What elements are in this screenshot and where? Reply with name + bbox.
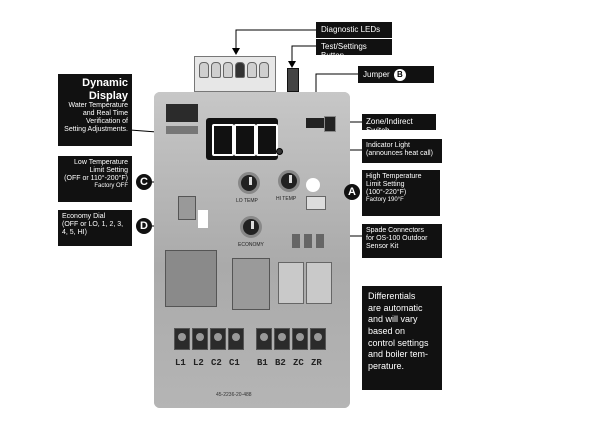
label-text: Factory 190°F (366, 197, 404, 204)
diagnostic-led (199, 62, 209, 78)
relay (278, 262, 304, 304)
terminal-label: ZR (311, 358, 322, 368)
marker-d: D (136, 218, 152, 234)
label-text: Indicator Light (366, 142, 410, 149)
diagnostic-led (211, 62, 221, 78)
relay (306, 262, 332, 304)
diagnostic-led (223, 62, 233, 78)
terminal-label: L2 (193, 358, 204, 368)
board-terminal-block (166, 126, 198, 134)
zone-indirect-switch[interactable] (324, 116, 336, 132)
transformer (165, 250, 217, 307)
label-zone-indirect-switch: Zone/Indirect Switch (362, 114, 436, 135)
label-spade-connectors: Spade Connectors for OS-100 Outdoor Sens… (362, 224, 442, 258)
label-test-settings-button: Test/Settings Button (316, 39, 392, 60)
display-digit (234, 124, 256, 156)
test-settings-button[interactable] (287, 68, 299, 92)
label-text: (announces heat call) (366, 150, 433, 158)
label-text: perature. (368, 361, 405, 372)
diagnostic-led (247, 62, 257, 78)
label-text: Sensor Kit (366, 243, 399, 251)
wiring-terminal (228, 328, 244, 350)
label-diagnostic-leds: Diagnostic LEDs (316, 22, 392, 38)
wiring-terminal (292, 328, 308, 350)
label-text: Limit Setting (366, 181, 405, 189)
label-economy-dial: Economy Dial (OFF or LO, 1, 2, 3, 4, 5, … (58, 210, 132, 246)
wiring-terminal (256, 328, 272, 350)
label-text: Water Temperature (68, 102, 128, 110)
label-text: Spade Connectors (366, 227, 424, 234)
board-cutout (198, 210, 208, 228)
label-text: Economy Dial (62, 213, 106, 220)
economy-dial-knob[interactable] (240, 216, 262, 238)
relay (232, 258, 270, 310)
terminal-label: B1 (257, 358, 268, 368)
label-text: Factory OFF (94, 183, 128, 190)
part-number: 45-2236-20-488 (216, 392, 252, 398)
label-text: (OFF or LO, 1, 2, 3, (62, 221, 124, 229)
diagnostic-led (259, 62, 269, 78)
jumper-block[interactable] (306, 118, 328, 128)
diagnostic-led (235, 62, 245, 78)
marker-a: A (344, 184, 360, 200)
label-text: and boiler tem- (368, 349, 429, 360)
label-text: Jumper (363, 70, 390, 79)
wiring-terminal (210, 328, 226, 350)
spade-connector (292, 234, 300, 248)
label-differentials-note: Differentials are automatic and will var… (362, 286, 442, 390)
knob-label-lo-temp: LO TEMP (236, 198, 258, 204)
indicator-light (276, 148, 283, 155)
wiring-terminal (174, 328, 190, 350)
label-text: and will vary (368, 314, 418, 325)
capacitor (178, 196, 196, 220)
label-high-temperature: High Temperature Limit Setting (100°-220… (362, 170, 440, 216)
low-temperature-knob[interactable] (238, 172, 260, 194)
label-jumper: Jumper B (358, 66, 434, 83)
wiring-terminal (310, 328, 326, 350)
display-digit (256, 124, 278, 156)
display-digit (212, 124, 234, 156)
knob-label-economy: ECONOMY (238, 242, 264, 248)
label-indicator-light: Indicator Light (announces heat call) (362, 139, 442, 163)
connector (306, 196, 326, 210)
label-text: Setting Adjustments. (64, 126, 128, 134)
label-text: are automatic (368, 302, 423, 313)
terminal-label: ZC (293, 358, 304, 368)
knob-label-hi-temp: HI TEMP (276, 196, 297, 202)
label-text: for OS-100 Outdoor (366, 235, 428, 243)
label-text: based on (368, 326, 406, 337)
spade-connector (304, 234, 312, 248)
terminal-label: C1 (229, 358, 240, 368)
marker-c: C (136, 174, 152, 190)
label-text: Diagnostic LEDs (321, 25, 381, 34)
label-title: Display (88, 89, 128, 102)
marker-b: B (393, 69, 406, 81)
wiring-terminal (274, 328, 290, 350)
board-terminal-block (166, 104, 198, 122)
terminal-label: C2 (211, 358, 222, 368)
label-text: Zone/Indirect Switch (366, 117, 413, 136)
label-text: 4, 5, HI) (62, 229, 87, 237)
label-text: and Real Time (82, 110, 128, 118)
label-text: Differentials (368, 291, 416, 301)
board-hole (306, 178, 320, 192)
label-text: (OFF or 110°-200°F) (64, 175, 128, 183)
label-text: Limit Setting (89, 167, 128, 175)
label-title: Dynamic (82, 77, 128, 89)
label-low-temperature: Low Temperature Limit Setting (OFF or 11… (58, 156, 132, 202)
wiring-terminal (192, 328, 208, 350)
label-text: Verification of (85, 118, 128, 126)
terminal-label: L1 (175, 358, 186, 368)
label-text: control settings (368, 337, 429, 348)
high-temperature-knob[interactable] (278, 170, 300, 192)
label-text: (100°-220°F) (366, 189, 407, 197)
terminal-label: B2 (275, 358, 286, 368)
label-dynamic-display: Dynamic Display Water Temperature and Re… (58, 74, 132, 146)
label-text: High Temperature (366, 173, 422, 180)
label-text: Low Temperature (74, 159, 128, 166)
label-text: Test/Settings Button (321, 42, 367, 61)
spade-connector (316, 234, 324, 248)
